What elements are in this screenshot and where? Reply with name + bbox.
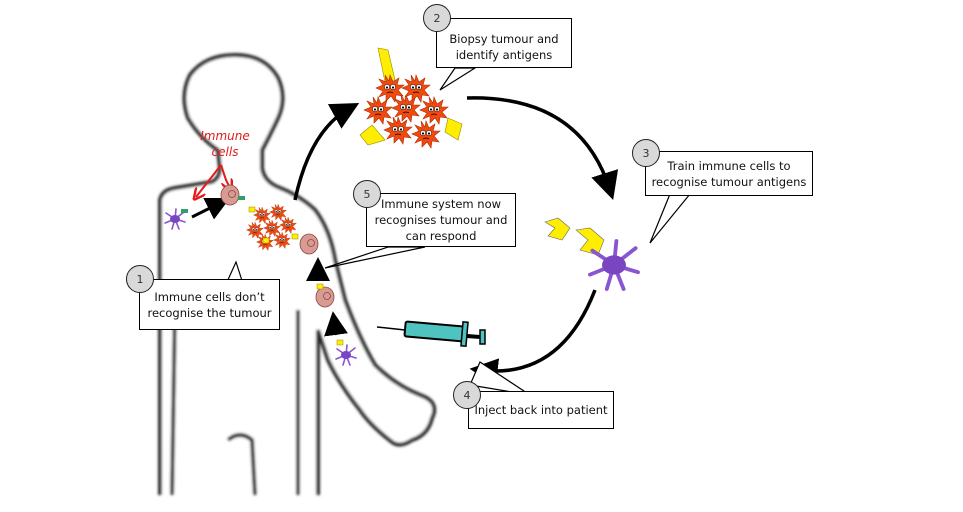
- step-1-badge: 1: [126, 265, 154, 293]
- step-5-badge: 5: [353, 180, 381, 208]
- step-2-number: 2: [433, 11, 441, 25]
- step-3-badge: 3: [632, 139, 660, 167]
- callout-step-5: Immune system now recognises tumour and …: [366, 193, 516, 247]
- immune-cells-label: Immune cells: [195, 128, 255, 160]
- syringe: [376, 320, 486, 348]
- tcell-attacking: [299, 233, 319, 255]
- step-2-text: Biopsy tumour and identify antigens: [449, 32, 559, 62]
- receptor-green: [238, 196, 245, 200]
- tcell-arm: [315, 286, 335, 308]
- step-5-number: 5: [363, 187, 371, 201]
- step-3-text: Train immune cells to recognise tumour a…: [651, 158, 807, 189]
- immune-label-line-1: Immune: [200, 129, 250, 143]
- arrow-to-biopsy: [293, 102, 360, 201]
- arrow-up-2: [324, 311, 348, 337]
- callout-4-tail: [469, 361, 531, 396]
- tcell-left: [220, 184, 240, 206]
- step-3-number: 3: [642, 146, 650, 160]
- step-4-badge: 4: [453, 381, 481, 409]
- step-4-text: Inject back into patient: [474, 403, 608, 417]
- arrow-to-injection: [469, 289, 597, 387]
- callout-5-tail: [324, 246, 426, 269]
- callout-step-1: Immune cells don’t recognise the tumour: [139, 279, 280, 330]
- step-5-text: Immune system now recognises tumour and …: [374, 197, 508, 243]
- arrow-to-training: [466, 96, 619, 201]
- step-1-text: Immune cells don’t recognise the tumour: [147, 289, 272, 320]
- callout-3-tail: [649, 193, 692, 244]
- step-1-number: 1: [136, 272, 144, 286]
- antigen-green-left: [181, 209, 188, 213]
- body-outline: [158, 52, 437, 496]
- step-2-badge: 2: [423, 4, 451, 32]
- immune-label-line-2: cells: [211, 145, 239, 159]
- tumour-in-body: [246, 203, 299, 251]
- tumour-biopsy-cluster: [359, 47, 463, 149]
- arrow-dc-to-tcell: [191, 197, 231, 220]
- antigen-arrows-yellow: [544, 217, 605, 256]
- callout-step-3: Train immune cells to recognise tumour a…: [645, 151, 813, 196]
- callout-2-tail: [439, 67, 478, 91]
- step-4-number: 4: [463, 388, 471, 402]
- callout-step-2: Biopsy tumour and identify antigens: [436, 18, 572, 68]
- callout-step-4: Inject back into patient: [468, 391, 614, 429]
